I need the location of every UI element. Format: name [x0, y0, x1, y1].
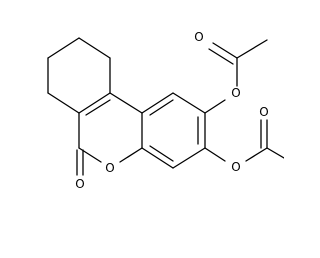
atom-label-lower-carbonyl-o: O	[259, 105, 268, 119]
atom-label-ring-o: O	[105, 161, 114, 175]
bond-c5-c6-inner	[149, 145, 174, 162]
bond-acetyl-top-c-o-double	[208, 48, 234, 65]
bonds	[47, 37, 284, 176]
bond-c1-c7	[109, 92, 143, 114]
bond-c3-o-ester-top	[204, 99, 226, 114]
atom-label-lactone-carbonyl-o: O	[75, 177, 84, 191]
atom-label-top-ester-o: O	[231, 86, 240, 100]
atom-label-top-carbonyl-o: O	[194, 30, 203, 44]
atom-labels: O O O O O O	[75, 30, 268, 191]
bond-acetyl-top-methyl	[236, 39, 268, 59]
bond-c11-c12	[47, 37, 80, 59]
bond-c1-c2	[141, 92, 174, 114]
bond-c2-c3	[172, 92, 206, 114]
bond-c9-o-ring	[78, 147, 102, 163]
bond-acetyl-lower-methyl	[266, 147, 284, 159]
bond-o-ester-lower-carbonyl-c	[245, 147, 268, 162]
bond-o-ring-c6	[119, 147, 143, 163]
bond-c7-c8	[78, 92, 111, 114]
bond-c13-c8	[47, 92, 80, 114]
bond-c1-c2-inner	[149, 99, 174, 116]
bond-c5-c6	[141, 147, 174, 169]
bond-acetyl-top-c-o	[212, 42, 238, 59]
chemical-structure-diagram: O O O O O O	[47, 30, 284, 191]
bond-c7-c8-double	[85, 99, 111, 116]
bond-c4-c5	[172, 147, 206, 169]
bond-c4-o-ester-lower	[204, 147, 226, 162]
atom-label-lower-ester-o: O	[231, 160, 240, 174]
bond-c10-c11	[78, 37, 111, 59]
